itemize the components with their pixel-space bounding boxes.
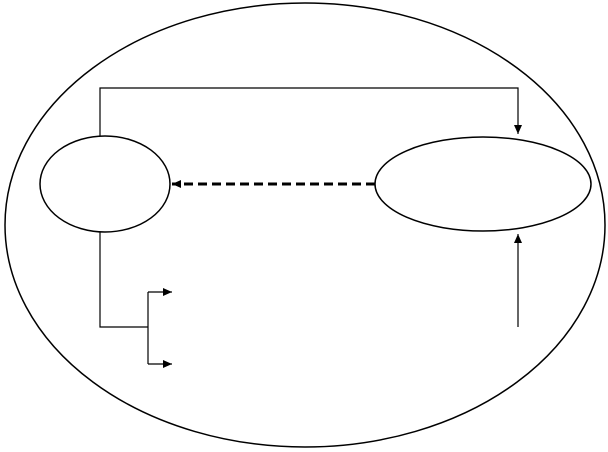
top-feedback-connector [99,87,522,136]
left-output-stem [99,232,148,328]
right-ellipse [374,136,592,232]
left-ellipse [39,135,171,233]
outer-ellipse [4,2,606,448]
